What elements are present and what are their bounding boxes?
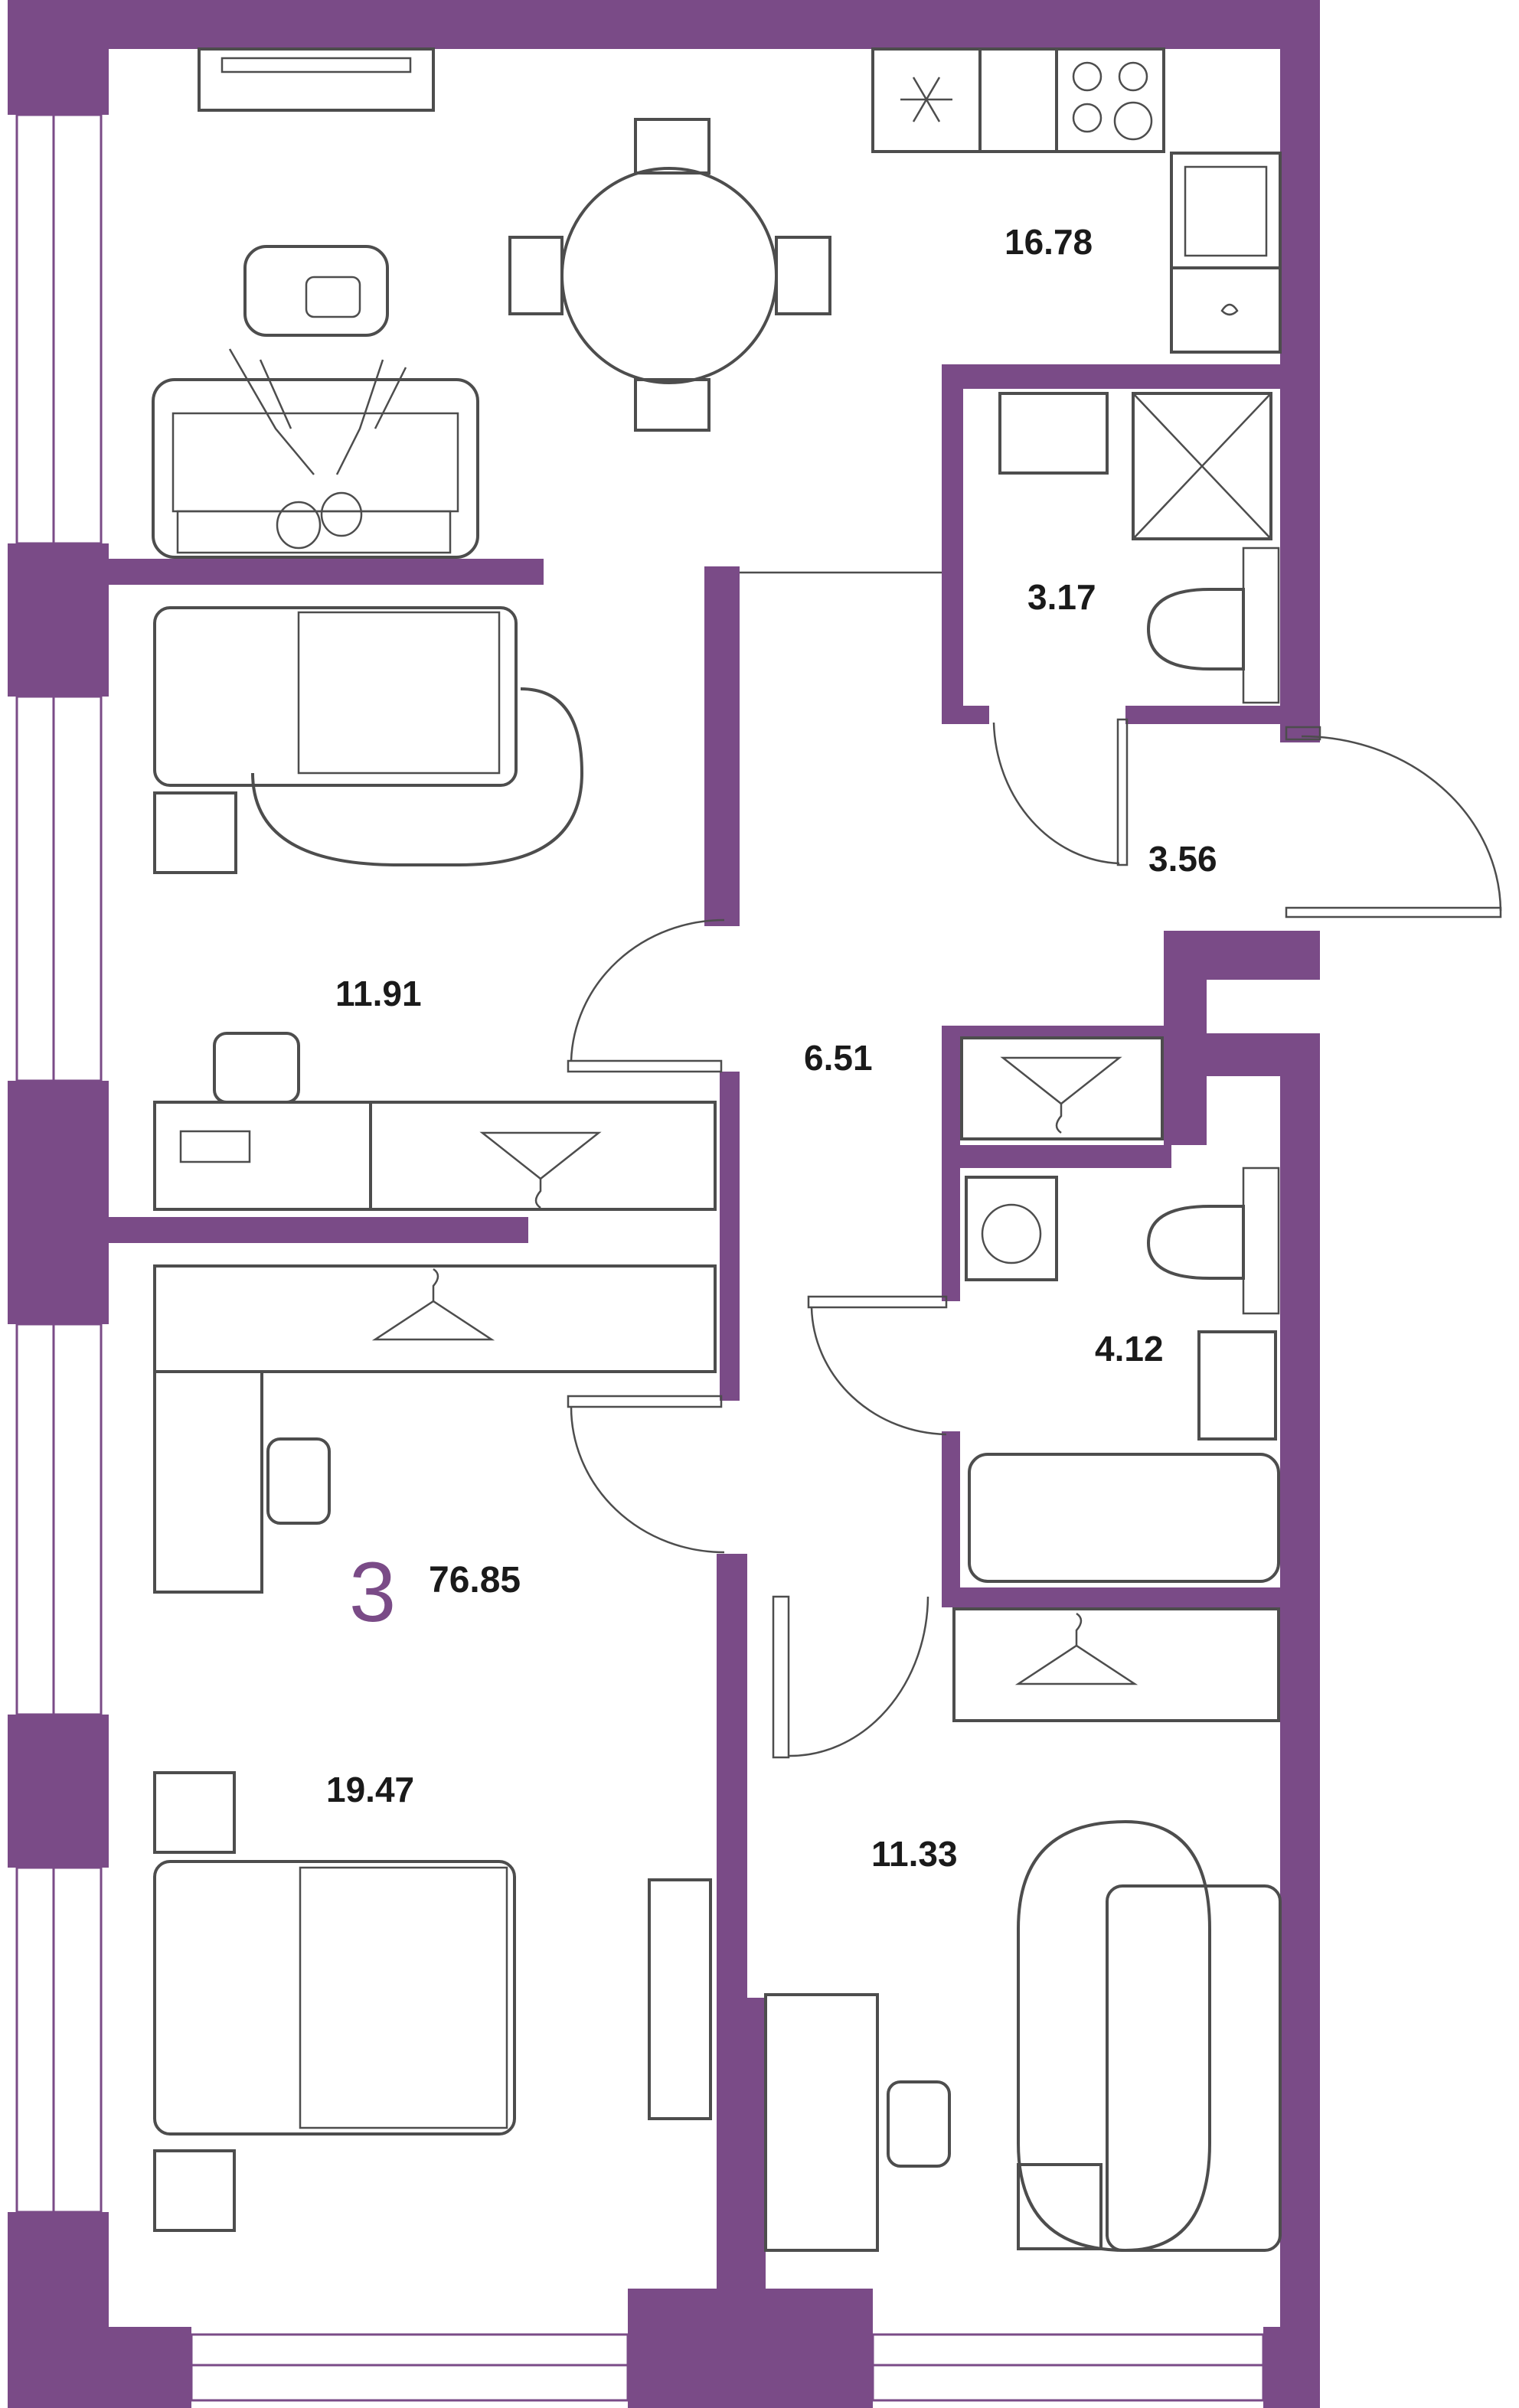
stove-icon <box>1055 47 1165 153</box>
area-entry: 3.56 <box>1148 839 1217 879</box>
wall-bath-small-bottom-l <box>942 706 989 724</box>
hanger-icon <box>479 1131 602 1209</box>
chair-right <box>775 236 831 315</box>
bedroom-top <box>153 606 717 1211</box>
hanger-icon <box>1000 1056 1122 1134</box>
chair-top-room <box>213 1032 300 1104</box>
wardrobe-br <box>952 1607 1280 1722</box>
bedroom-main-door-leaf <box>567 1395 723 1408</box>
sink-small <box>998 392 1109 475</box>
desk-br <box>764 1993 879 2252</box>
tv-console <box>198 47 435 112</box>
bedroom-main <box>153 1264 717 2232</box>
shower <box>1132 392 1272 540</box>
bedroom-top-door-leaf <box>567 1059 723 1073</box>
area-bedroom-top: 11.91 <box>335 974 422 1013</box>
desk-top <box>153 1101 372 1211</box>
wall-left-pier-2 <box>8 1081 109 1324</box>
wall-left-top <box>8 0 109 115</box>
chair-top <box>634 118 710 175</box>
living-sofa <box>152 378 479 559</box>
wall-closet-top <box>942 1026 1171 1038</box>
bathtub <box>968 1453 1280 1583</box>
bath-small-door-leaf <box>1116 718 1129 866</box>
wall-bath-large-bottom <box>942 1587 1294 1607</box>
wardrobe-top <box>369 1101 717 1211</box>
kitchen-living <box>152 47 1282 559</box>
desk-main <box>153 1370 263 1594</box>
window-bottom-2 <box>871 2333 1265 2402</box>
walls <box>8 0 1320 2408</box>
washing-machine-icon <box>965 1176 1058 1281</box>
wall-bath-large-left-2 <box>942 1431 960 1600</box>
bed-top <box>153 606 518 787</box>
wall-top <box>8 0 1318 49</box>
window-bottom-1 <box>190 2333 629 2402</box>
wall-bath-small-left <box>942 364 963 719</box>
wall-right-notch-3 <box>1164 1033 1320 1076</box>
area-bedroom-main: 19.47 <box>326 1770 414 1809</box>
bed-br <box>1106 1884 1282 2252</box>
area-hall: 6.51 <box>804 1038 873 1078</box>
nightstand-main-2 <box>153 2149 236 2232</box>
area-labels: 16.78 3.17 3.56 11.91 6.51 4.12 19.47 11… <box>326 222 1217 1874</box>
window-left-1 <box>15 113 103 545</box>
area-bathroom-large: 4.12 <box>1095 1329 1164 1369</box>
wall-living-bedroom <box>8 559 544 585</box>
window-left-2 <box>15 695 103 1082</box>
rug-top <box>251 687 584 866</box>
toilet-large <box>1146 1205 1245 1280</box>
snowflake-icon <box>900 77 952 122</box>
bedroom-br-door-leaf <box>772 1595 790 1759</box>
toilet-small <box>1146 588 1245 671</box>
windows <box>15 113 1265 2402</box>
total-area: 76.85 <box>429 1560 521 1600</box>
doors <box>567 718 1502 1759</box>
hall-closet <box>960 1036 1164 1140</box>
wall-bath-large-top <box>942 1145 1171 1168</box>
bed-main <box>153 1860 516 2136</box>
wall-bottom-right <box>1263 2327 1320 2408</box>
tv-main <box>648 1878 712 2120</box>
wall-bedroom-top-right <box>704 566 740 926</box>
bathroom-large <box>965 1166 1280 1583</box>
bathroom-small <box>998 392 1280 704</box>
bedroom-bottom-right <box>764 1607 1282 2253</box>
wall-bath-small-bottom <box>1125 706 1302 724</box>
area-kitchen-living: 16.78 <box>1004 222 1093 262</box>
entry-door-leaf <box>1285 906 1502 918</box>
wall-left-pier-3 <box>8 1715 109 1868</box>
wall-right-lower <box>1280 1033 1320 2408</box>
window-left-3 <box>15 1323 103 1716</box>
kitchen-cabinet <box>1170 266 1282 354</box>
kitchen-sink <box>1170 152 1282 269</box>
people-on-sofa <box>228 348 407 550</box>
area-bathroom-small: 3.17 <box>1027 577 1096 617</box>
bath-large-door-leaf <box>807 1295 948 1309</box>
chair-left <box>508 236 564 315</box>
area-bedroom-bottom-right: 11.33 <box>871 1834 958 1874</box>
nightstand-main-1 <box>153 1771 236 1854</box>
chair-main <box>266 1437 331 1525</box>
wall-bottom-left <box>8 2327 191 2408</box>
chair-bottom <box>634 378 710 432</box>
rooms-count: 3 <box>349 1545 396 1640</box>
nightstand-br <box>1017 2163 1102 2250</box>
coffee-table <box>243 245 389 337</box>
hanger-icon <box>371 1268 495 1341</box>
hanger-icon <box>1014 1612 1138 1685</box>
sink-large <box>1197 1330 1277 1441</box>
wardrobe-main <box>153 1264 717 1373</box>
closet-hall <box>960 1036 1164 1140</box>
dining-table <box>560 167 778 384</box>
nightstand-top <box>153 791 237 874</box>
wall-bath-small-top <box>942 364 1302 389</box>
chair-br <box>887 2080 951 2168</box>
wall-bedrooms-divider <box>8 1217 528 1243</box>
wall-hall-left <box>720 1072 740 1401</box>
wall-hall-left-3 <box>717 1998 766 2335</box>
window-left-4 <box>15 1866 103 2214</box>
